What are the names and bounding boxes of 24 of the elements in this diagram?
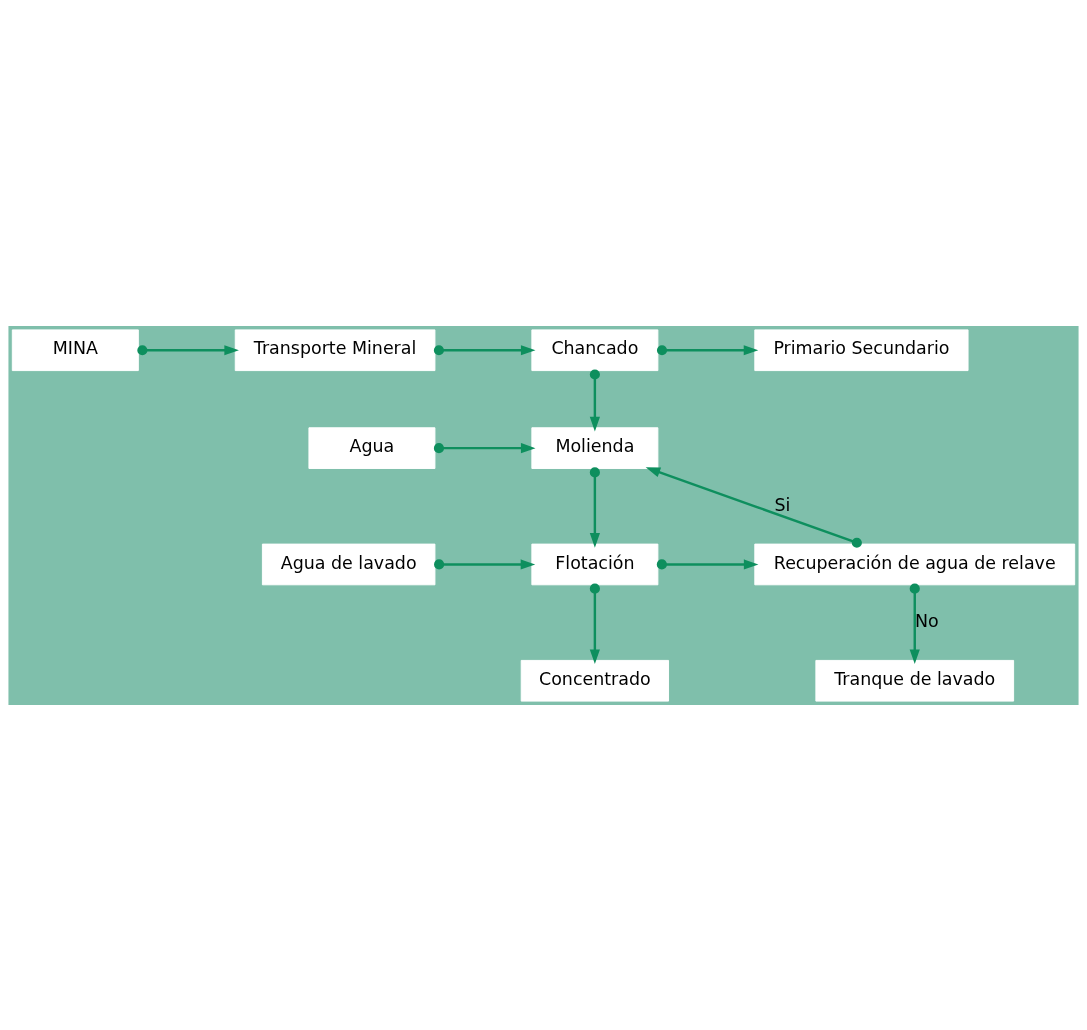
- node-box: Flotación: [531, 543, 659, 585]
- arrow: [589, 368, 600, 431]
- node-box: MINA: [11, 328, 139, 371]
- node-box: Primario Secundario: [754, 328, 969, 371]
- node-box: Chancado: [531, 328, 659, 371]
- arrow: [645, 466, 862, 548]
- node-box: Concentrado: [520, 659, 670, 702]
- node-box: Tranque de lavado: [815, 659, 1015, 702]
- arrow: [656, 558, 759, 570]
- edge-label: No: [915, 610, 939, 631]
- arrow: [589, 466, 600, 548]
- arrow: [909, 583, 920, 664]
- arrow: [434, 558, 536, 570]
- arrow: [589, 583, 600, 664]
- arrow: [137, 344, 239, 355]
- arrow: [433, 344, 536, 355]
- arrow: [656, 344, 759, 355]
- node-box: Agua: [308, 426, 436, 469]
- node-box: Recuperación de agua de relave: [754, 543, 1076, 585]
- arrow: [433, 442, 536, 453]
- node-box: Molienda: [531, 426, 659, 469]
- node-box: Transporte Mineral: [234, 328, 436, 371]
- edge-label: Si: [774, 494, 791, 515]
- node-box: Agua de lavado: [261, 543, 436, 585]
